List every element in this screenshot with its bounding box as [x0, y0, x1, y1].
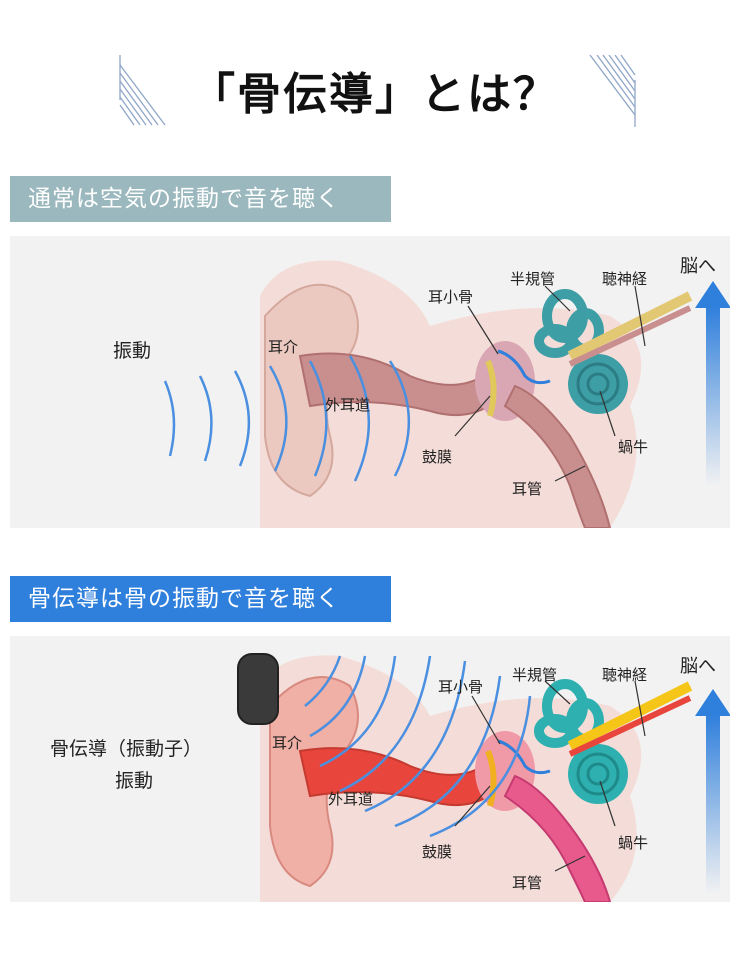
label-ear-canal: 外耳道	[325, 396, 371, 414]
label-eustachian: 耳管	[512, 480, 543, 498]
bone-source-label-line1: 骨伝導（振動子）	[50, 738, 203, 760]
ossicles	[497, 739, 551, 775]
auditory-nerve	[567, 291, 693, 361]
auditory-nerve	[567, 681, 693, 751]
ossicles	[497, 349, 551, 385]
label-cochlea: 蝸牛	[618, 438, 649, 456]
eustachian-tube	[503, 384, 612, 528]
bone-conduction-ear-illustration	[237, 653, 730, 902]
label-to-brain: 脳へ	[680, 656, 716, 677]
cochlea	[568, 744, 628, 804]
label-eustachian: 耳管	[512, 874, 543, 892]
label-ossicles: 耳小骨	[428, 288, 474, 306]
bone-sound-waves	[304, 655, 532, 838]
label-eardrum: 鼓膜	[422, 448, 453, 466]
eardrum	[485, 749, 497, 807]
label-to-brain: 脳へ	[680, 256, 716, 277]
label-auditory-nerve: 聴神経	[602, 270, 648, 288]
bone-conduction-panel: 骨伝導（振動子） 振動 耳介 外耳道 耳小骨 半規管 聴神経 鼓膜 蝸牛 耳管 …	[10, 636, 730, 902]
to-brain-arrow	[706, 306, 720, 486]
label-pinna: 耳介	[272, 734, 303, 752]
air-conduction-panel: 振動 耳介 外耳道 耳小骨 半規管 聴神経 鼓膜 蝸牛 耳管 脳へ	[10, 236, 730, 528]
bone-source-label-line2: 振動	[115, 770, 154, 792]
air-vibration-label: 振動	[113, 340, 152, 362]
eardrum	[485, 359, 497, 417]
to-brain-arrow	[706, 714, 720, 894]
label-cochlea: 蝸牛	[618, 834, 649, 852]
page-title: 「骨伝導」とは？	[191, 69, 559, 120]
label-ear-canal: 外耳道	[328, 790, 374, 808]
label-semicircular: 半規管	[512, 666, 558, 684]
label-pinna: 耳介	[268, 338, 299, 356]
air-conduction-ear-illustration	[163, 260, 730, 528]
eustachian-tube	[503, 774, 612, 902]
section1-banner: 通常は空気の振動で音を聴く	[10, 176, 391, 222]
label-eardrum: 鼓膜	[422, 843, 453, 861]
title-decoration-left	[119, 55, 166, 126]
title-decoration-right	[589, 55, 636, 127]
cochlea	[568, 354, 628, 414]
section2-banner: 骨伝導は骨の振動で音を聴く	[10, 576, 391, 622]
label-auditory-nerve: 聴神経	[602, 666, 648, 684]
label-semicircular: 半規管	[510, 270, 556, 288]
air-sound-waves	[163, 355, 410, 482]
label-ossicles: 耳小骨	[438, 678, 484, 696]
bone-conduction-transducer	[237, 653, 279, 725]
